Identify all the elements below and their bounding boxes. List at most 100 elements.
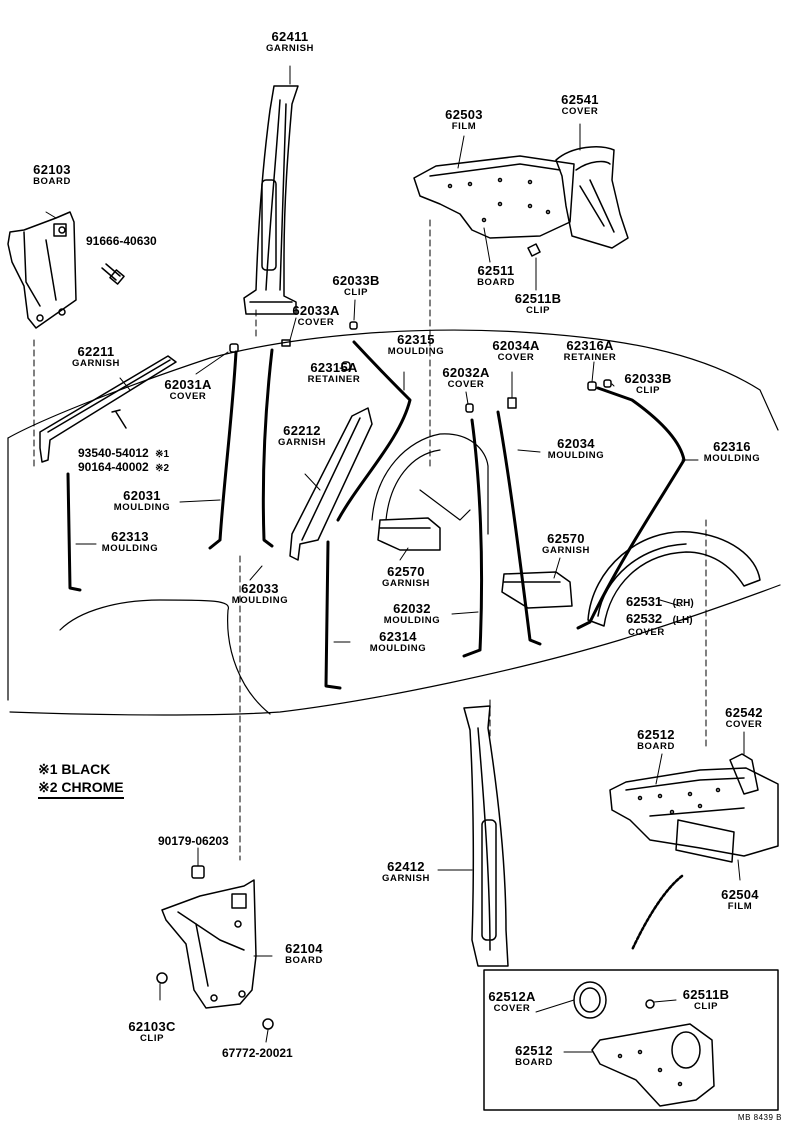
moulding-62316-part <box>578 388 684 628</box>
cover-62531-62532-part <box>588 532 760 626</box>
part-number: 62512A <box>488 989 536 1004</box>
part-name: BOARD <box>515 1057 553 1068</box>
part-number: 62503 <box>445 107 483 122</box>
part-name: BOARD <box>477 277 515 288</box>
part-label-62313: 62313 MOULDING <box>102 530 159 554</box>
part-label-62033: 62033 MOULDING <box>232 582 289 606</box>
part-name: MOULDING <box>387 346 445 357</box>
part-number: 62511 <box>477 263 515 278</box>
garnish-62411-part <box>244 86 298 314</box>
finish-legend: ※1 BLACK ※2 CHROME <box>38 760 124 799</box>
part-label-62542: 62542 COVER <box>725 706 763 730</box>
leader-lines <box>46 66 744 1052</box>
garnish-62412-part <box>464 706 508 966</box>
part-label-62531-62532: 62531 (RH) 62532 (LH) COVER <box>626 594 694 638</box>
part-name: BOARD <box>33 176 71 187</box>
part-name: MOULDING <box>231 595 289 606</box>
part-number: 62570 <box>547 531 585 546</box>
part-label-62511: 62511 BOARD <box>477 264 515 288</box>
garnish-62211-part <box>40 356 176 462</box>
part-number: 62316A <box>566 338 614 353</box>
part-name: COVER <box>169 391 207 402</box>
finish-mark: ※1 <box>155 449 170 460</box>
part-name: COVER <box>725 719 763 730</box>
part-label-62316A: 62316A RETAINER <box>564 339 617 363</box>
side-lh: (LH) <box>672 615 693 626</box>
vehicle-body-outline <box>8 330 780 715</box>
moulding-62031-part <box>210 352 236 548</box>
film-62503-part <box>414 156 574 238</box>
part-number: 62316 <box>713 439 751 454</box>
board-62103-part <box>8 212 76 328</box>
part-label-62511B-inset: 62511B CLIP <box>683 988 730 1012</box>
part-label-62032: 62032 MOULDING <box>384 602 441 626</box>
cover-62542-part <box>730 754 758 794</box>
part-label-62033B-top: 62033B CLIP <box>332 274 379 298</box>
inset-detail-box <box>484 970 778 1110</box>
part-label-62412: 62412 GARNISH <box>382 860 430 884</box>
part-name: CLIP <box>139 1033 165 1044</box>
fastener-label-91666: 91666-40630 <box>86 234 157 248</box>
part-name: CLIP <box>693 1001 719 1012</box>
side-rh: (RH) <box>672 598 694 609</box>
part-number: 62033B <box>332 273 380 288</box>
part-label-62504: 62504 FILM <box>721 888 759 912</box>
part-number: 62511B <box>682 987 730 1002</box>
part-name: GARNISH <box>265 43 315 54</box>
fastener-number: 90164-40002 <box>78 460 149 474</box>
part-name: COVER <box>297 317 335 328</box>
part-label-62031A: 62031A COVER <box>164 378 211 402</box>
part-label-62570-right: 62570 GARNISH <box>542 532 590 556</box>
part-name: MOULDING <box>547 450 605 461</box>
part-label-62032A: 62032A COVER <box>442 366 489 390</box>
part-number: 62315A <box>310 360 358 375</box>
part-label-62570-center: 62570 GARNISH <box>382 565 430 589</box>
part-name: COVER <box>561 106 599 117</box>
part-label-62511B: 62511B CLIP <box>515 292 562 316</box>
nut-90179-part <box>192 866 204 878</box>
drawing-code: MB 8439 B <box>737 1113 782 1122</box>
part-name: FILM <box>727 901 753 912</box>
part-number: 62033A <box>292 303 340 318</box>
part-name: GARNISH <box>541 545 591 556</box>
part-name: CLIP <box>343 287 369 298</box>
cover-62541-part <box>556 147 628 248</box>
part-label-62212: 62212 GARNISH <box>278 424 326 448</box>
clip-62511B-part <box>528 244 540 256</box>
part-label-62103: 62103 BOARD <box>33 163 71 187</box>
part-name: MOULDING <box>113 502 171 513</box>
part-number: 62504 <box>721 887 759 902</box>
clip-67772-part <box>263 1019 273 1029</box>
part-name: GARNISH <box>381 578 431 589</box>
part-number: 62512 <box>637 727 675 742</box>
moulding-62315-part <box>338 342 410 520</box>
part-label-62314: 62314 MOULDING <box>370 630 427 654</box>
finish-mark: ※2 <box>155 463 170 474</box>
part-label-62512A: 62512A COVER <box>488 990 535 1014</box>
part-name: CLIP <box>525 305 551 316</box>
fastener-number: 93540-54012 <box>78 446 149 460</box>
part-number: 62032 <box>393 601 431 616</box>
part-number: 62315 <box>397 332 435 347</box>
part-name: BOARD <box>637 741 675 752</box>
moulding-62313-part <box>68 474 80 590</box>
part-number: 62034A <box>492 338 540 353</box>
part-name: MOULDING <box>101 543 159 554</box>
part-name: COVER <box>447 379 485 390</box>
part-label-62033B-right: 62033B CLIP <box>624 372 671 396</box>
part-number: 62511B <box>514 291 562 306</box>
part-name: GARNISH <box>277 437 327 448</box>
garnish-62570-center-part <box>378 518 440 550</box>
part-label-62541: 62541 COVER <box>561 93 599 117</box>
legend-chrome: ※2 CHROME <box>38 778 124 799</box>
part-number: 62034 <box>557 436 595 451</box>
part-number: 62032A <box>442 365 490 380</box>
film-62504-strip <box>632 876 682 950</box>
part-name: COVER <box>628 627 665 638</box>
part-label-62211: 62211 GARNISH <box>72 345 120 369</box>
part-number: 62103C <box>128 1019 176 1034</box>
part-label-62315: 62315 MOULDING <box>388 333 445 357</box>
moulding-62034-part <box>498 412 540 644</box>
part-number: 62313 <box>111 529 149 544</box>
